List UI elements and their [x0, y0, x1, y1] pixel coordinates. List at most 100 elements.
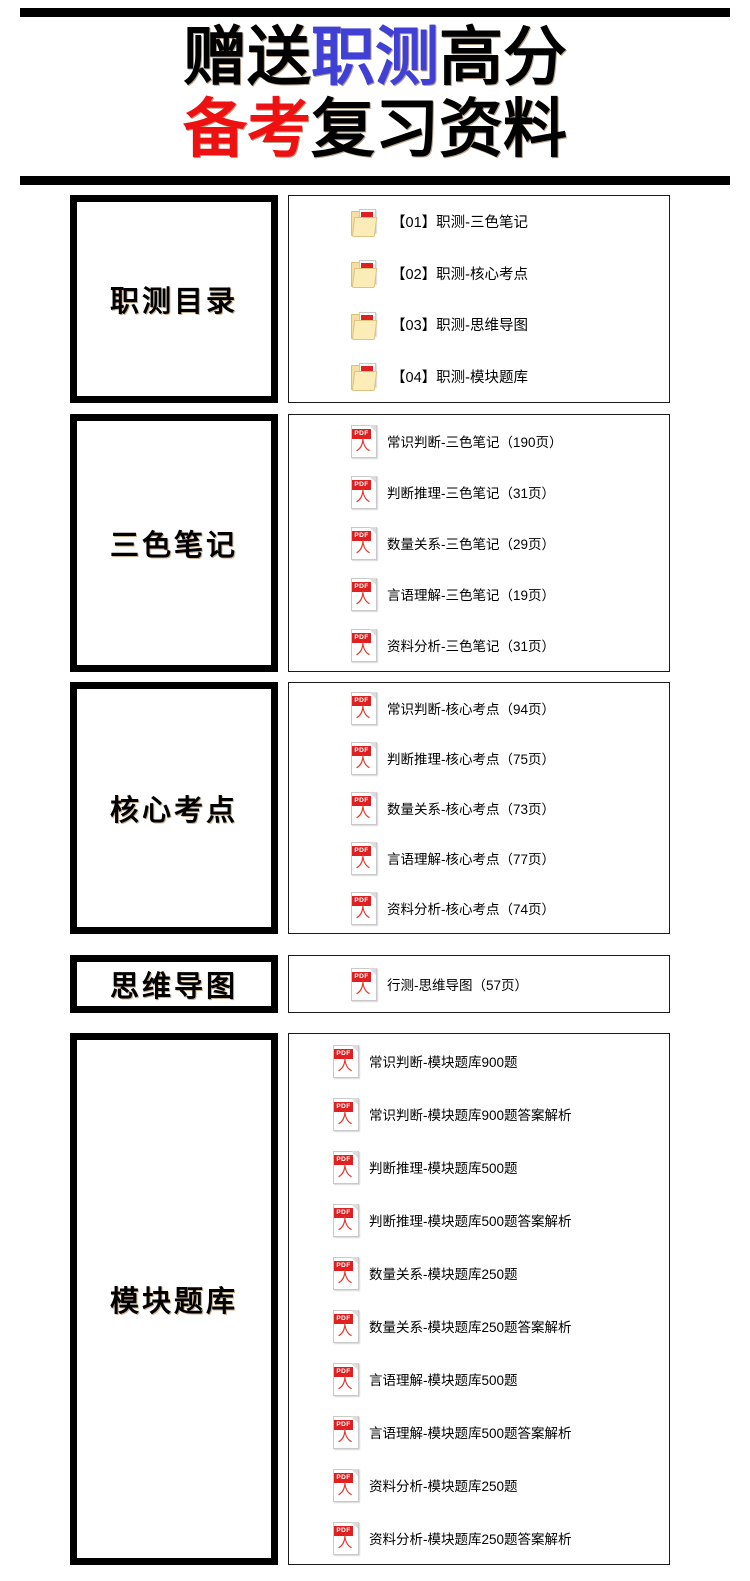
list-item[interactable]: 人【02】职测-核心考点	[289, 259, 669, 289]
pdf-corner-fold	[369, 629, 376, 637]
pdf-mark-glyph: 人	[337, 1163, 353, 1180]
list-item-label: 资料分析-核心考点（74页）	[387, 902, 556, 917]
pdf-tag-label: PDF	[352, 696, 371, 706]
list-item-label: 【01】职测-三色笔记	[391, 215, 528, 232]
pdf-mark-glyph: 人	[337, 1322, 353, 1339]
list-item-label: 资料分析-模块题库250题	[369, 1478, 518, 1494]
folder-front-shape	[351, 319, 378, 340]
header-banner: 赠送职测高分 备考复习资料	[0, 0, 750, 190]
pdf-tag-label: PDF	[352, 972, 371, 982]
section-label-text: 思维导图	[109, 971, 238, 1003]
list-item-label: 言语理解-模块题库500题	[369, 1372, 518, 1388]
banner-divider-bottom	[20, 176, 730, 185]
pdf-tag-label: PDF	[334, 1525, 353, 1536]
folder-front-shape	[351, 371, 378, 392]
list-item-label: 常识判断-三色笔记（190页）	[387, 434, 563, 450]
pdf-mark-glyph: 人	[355, 981, 371, 997]
banner-title-line-2: 备考复习资料	[0, 94, 750, 164]
banner-title-line-1-run-1: 职测	[311, 21, 439, 93]
section-label-text: 核心考点	[109, 795, 238, 827]
pdf-tag-label: PDF	[334, 1366, 353, 1377]
pdf-mark-glyph: 人	[355, 437, 371, 454]
list-item-label: 资料分析-三色笔记（31页）	[387, 639, 556, 655]
section-label-text: 职测目录	[109, 286, 238, 318]
folder-doc-tag	[361, 366, 373, 373]
pdf-tag-label: PDF	[352, 479, 371, 490]
pdf-tag-label: PDF	[334, 1207, 353, 1218]
pdf-corner-fold	[369, 526, 376, 534]
folder-icon: 人	[351, 362, 381, 392]
pdf-corner-fold	[351, 1097, 358, 1105]
list-item-label: 数量关系-模块题库250题答案解析	[369, 1319, 572, 1335]
pdf-mark-glyph: 人	[355, 488, 371, 505]
list-item-label: 判断推理-模块题库500题答案解析	[369, 1213, 572, 1229]
pdf-mark-glyph: 人	[355, 905, 371, 921]
list-item-label: 判断推理-模块题库500题	[369, 1160, 518, 1176]
section-label-box: 思维导图	[70, 955, 278, 1013]
list-item[interactable]: 人【03】职测-思维导图	[289, 311, 669, 340]
list-item-label: 【04】职测-模块题库	[391, 369, 528, 386]
list-item-label: 判断推理-三色笔记（31页）	[387, 485, 556, 501]
pdf-mark-glyph: 人	[337, 1428, 353, 1445]
pdf-tag-label: PDF	[352, 896, 371, 906]
pdf-tag-label: PDF	[334, 1260, 353, 1271]
pdf-tag-label: PDF	[334, 1313, 353, 1324]
pdf-mark-glyph: 人	[337, 1269, 353, 1286]
folder-doc-tag	[361, 211, 373, 218]
pdf-corner-fold	[369, 968, 376, 975]
folder-front-shape	[351, 216, 378, 237]
list-item-label: 常识判断-核心考点（94页）	[387, 702, 556, 717]
banner-title-line-1: 赠送职测高分	[0, 22, 750, 92]
pdf-corner-fold	[369, 692, 376, 699]
list-item[interactable]: 人【04】职测-模块题库	[289, 362, 669, 392]
list-item[interactable]: 人【01】职测-三色笔记	[289, 208, 669, 237]
folder-front-shape	[351, 268, 378, 289]
pdf-corner-fold	[369, 742, 376, 749]
pdf-mark-glyph: 人	[355, 539, 371, 556]
banner-title-line-1-run-0: 赠送	[183, 21, 311, 93]
pdf-corner-fold	[351, 1203, 358, 1211]
list-item-label: 【02】职测-核心考点	[391, 266, 528, 283]
list-item-label: 言语理解-三色笔记（19页）	[387, 588, 556, 604]
list-item-label: 言语理解-核心考点（77页）	[387, 852, 556, 867]
pdf-corner-fold	[369, 792, 376, 799]
pdf-tag-label: PDF	[352, 428, 371, 439]
pdf-mark-glyph: 人	[337, 1534, 353, 1551]
list-item-label: 行测-思维导图（57页）	[387, 978, 529, 993]
pdf-corner-fold	[369, 578, 376, 586]
pdf-mark-glyph: 人	[337, 1057, 353, 1074]
